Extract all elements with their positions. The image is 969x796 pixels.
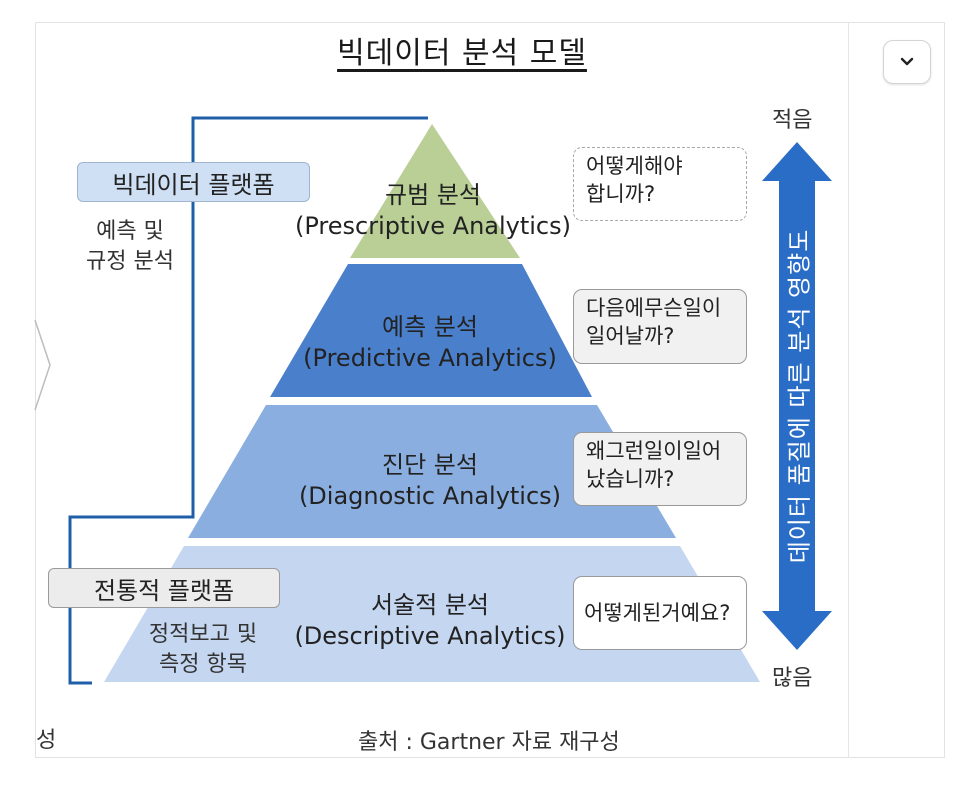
question-line: 어떻게해야 <box>586 154 683 178</box>
diagram-title: 빅데이터 분석 모델 <box>337 36 587 71</box>
tier-name: 서술적 분석 <box>370 591 490 619</box>
tier-english-name: (Descriptive Analytics) <box>294 622 566 650</box>
question-line: 합니까? <box>586 182 656 206</box>
tier-english-name: (Diagnostic Analytics) <box>298 482 562 510</box>
question-predictive: 다음에무슨일이 일어날까? <box>573 289 747 364</box>
question-prescriptive: 어떻게해야 합니까? <box>573 147 747 221</box>
chevron-down-icon <box>900 57 914 66</box>
question-line: 어떻게된거예요? <box>584 601 731 625</box>
tier-name: 진단 분석 <box>382 451 478 479</box>
tier-name: 규범 분석 <box>385 181 481 209</box>
panel-divider <box>848 22 849 758</box>
tier-prescriptive-shape <box>350 124 520 258</box>
bigdata-platform-desc: 예측 및 규정 분석 <box>70 217 190 277</box>
collapse-button[interactable] <box>883 40 931 84</box>
tier-diagnostic-label: 진단 분석 (Diagnostic Analytics) <box>270 450 590 512</box>
traditional-desc-line: 정적보고 및 <box>148 622 258 647</box>
arrow-label-text: 데이터 품질에 따른 분석 영향도 <box>785 228 814 564</box>
tier-predictive-shape <box>270 264 592 397</box>
bigdata-desc-line: 예측 및 <box>96 219 164 244</box>
tier-name: 예측 분석 <box>382 313 478 341</box>
traditional-platform-label: 전통적 플랫폼 <box>48 568 280 608</box>
question-line: 왜그런일이일어 <box>586 439 722 463</box>
tier-english-name: (Predictive Analytics) <box>303 344 557 372</box>
tier-english-name: (Prescriptive Analytics) <box>294 212 571 240</box>
left-edge-chevron <box>34 319 51 411</box>
question-line: 다음에무슨일이 <box>586 296 722 320</box>
bigdata-desc-line: 규정 분석 <box>86 249 174 274</box>
tier-prescriptive-label: 규범 분석 (Prescriptive Analytics) <box>280 180 586 242</box>
arrow-bottom-label: 많음 <box>772 666 813 691</box>
tier-predictive-label: 예측 분석 (Predictive Analytics) <box>275 312 585 374</box>
source-caption: 출처 : Gartner 자료 재구성 <box>358 730 620 755</box>
tier-descriptive-label: 서술적 분석 (Descriptive Analytics) <box>270 590 590 652</box>
traditional-platform-desc: 정적보고 및 측정 항목 <box>128 620 278 680</box>
bigdata-bracket-line <box>68 116 428 685</box>
bigdata-platform-label: 빅데이터 플랫폼 <box>77 162 310 202</box>
question-descriptive: 어떻게된거예요? <box>573 576 747 650</box>
question-diagnostic: 왜그런일이일어 났습니까? <box>573 432 747 506</box>
double-arrow <box>762 142 832 650</box>
traditional-desc-line: 측정 항목 <box>159 652 247 677</box>
question-line: 났습니까? <box>586 467 675 491</box>
question-line: 일어날까? <box>586 324 675 348</box>
cropped-edge-text: 성 <box>36 728 57 753</box>
arrow-top-label: 적음 <box>772 108 813 133</box>
tier-diagnostic-shape <box>188 405 676 538</box>
